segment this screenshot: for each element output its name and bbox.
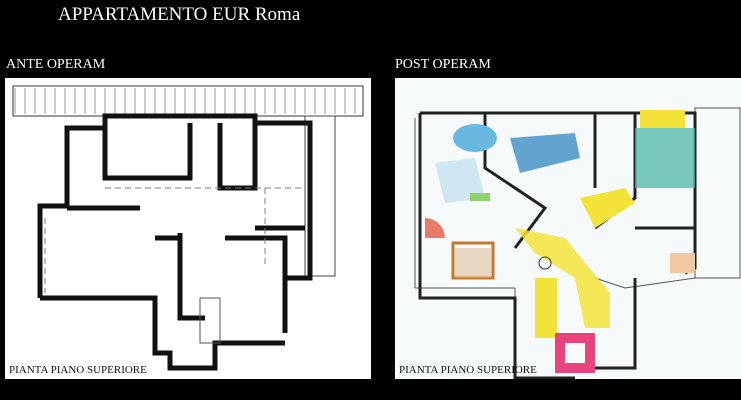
page-title: APPARTAMENTO EUR Roma — [58, 4, 301, 25]
post-plan-drawing — [414, 107, 741, 379]
ante-plan-drawing — [12, 85, 364, 371]
post-plan-caption: PIANTA PIANO SUPERIORE — [399, 364, 537, 376]
ante-plan-caption: PIANTA PIANO SUPERIORE — [9, 364, 149, 376]
post-operam-label: POST OPERAM — [395, 57, 491, 72]
post-operam-floor-plan: PIANTA PIANO SUPERIORE — [395, 78, 741, 379]
ante-operam-label: ANTE OPERAM — [6, 57, 106, 72]
ante-operam-floor-plan: PIANTA PIANO SUPERIORE — [5, 78, 371, 379]
